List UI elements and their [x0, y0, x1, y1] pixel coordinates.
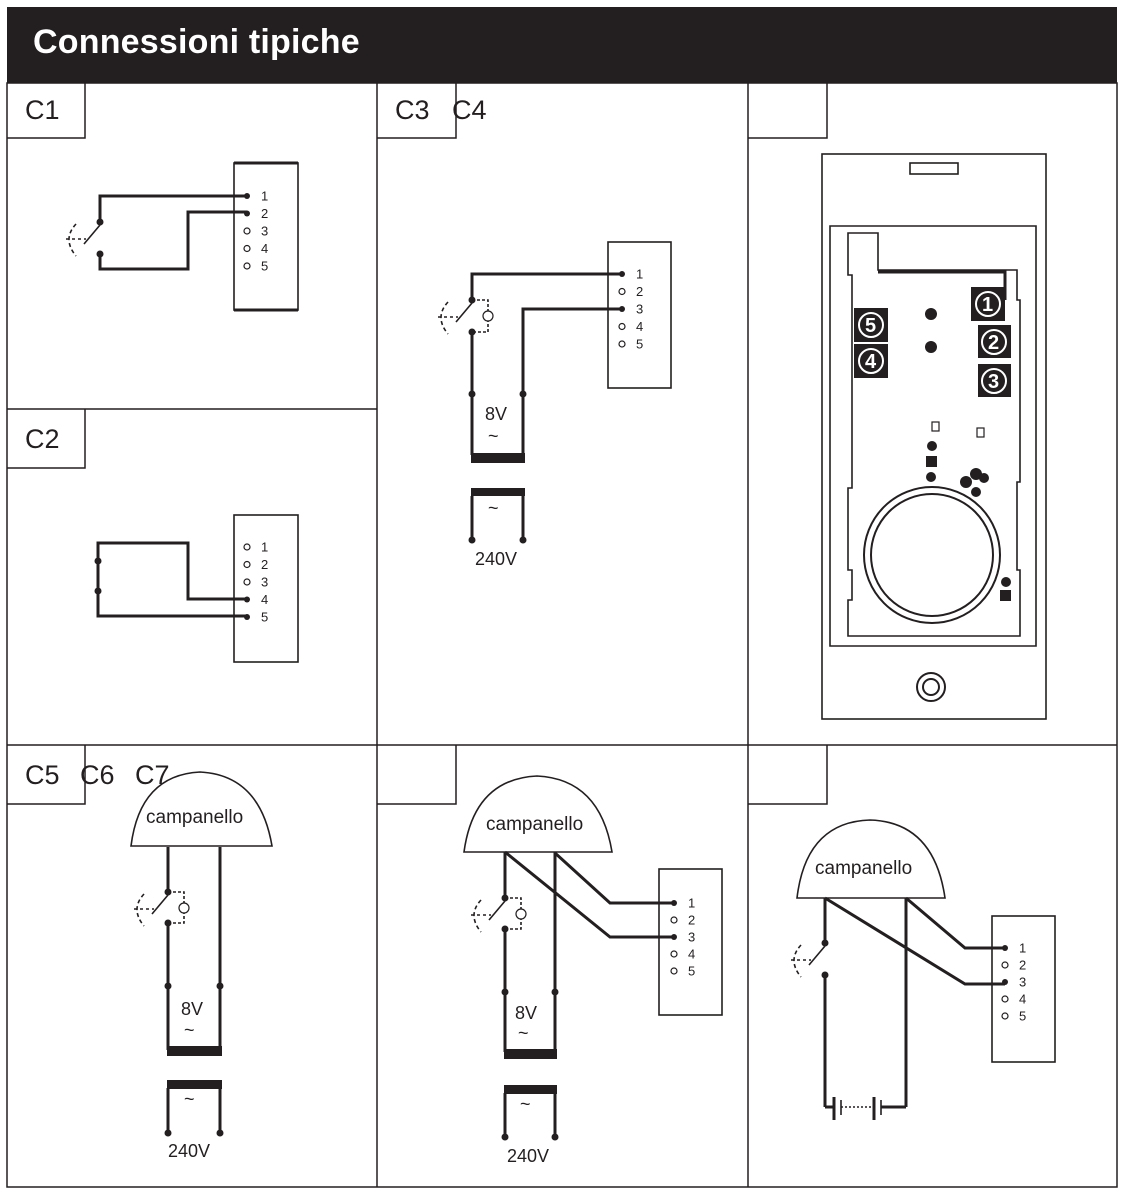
panel-grid	[6, 82, 1118, 1188]
c5c6c7-diagram: campanello 8V ~ ~ 240V	[130, 771, 273, 1161]
terminal-number: 1	[636, 267, 643, 282]
terminal-pin	[244, 193, 250, 199]
tilde: ~	[184, 1089, 195, 1109]
badge-1: 1	[971, 287, 1005, 321]
terminal-pin	[244, 596, 250, 603]
bell-label: campanello	[815, 858, 912, 879]
terminal-pin	[670, 967, 678, 975]
svg-text:2: 2	[988, 332, 999, 354]
terminal-number: 1	[1019, 941, 1026, 956]
tilde: ~	[520, 1094, 531, 1114]
bell-label: campanello	[486, 814, 583, 835]
panel-label-c4: C4	[452, 95, 487, 125]
terminal-number: 3	[261, 224, 268, 239]
terminal-pin	[1001, 961, 1009, 969]
voltage-240v: 240V	[168, 1141, 210, 1161]
tilde: ~	[518, 1023, 529, 1043]
device-backplate: 1 2 3 5 4	[821, 153, 1047, 720]
voltage-240v: 240V	[475, 549, 517, 569]
terminal-pin	[618, 287, 626, 296]
tilde: ~	[488, 426, 499, 446]
badge-5: 5	[854, 308, 888, 342]
header-bar: Connessioni tipiche	[7, 7, 1117, 83]
svg-text:3: 3	[988, 371, 999, 393]
terminal-number: 3	[1019, 975, 1026, 990]
svg-text:5: 5	[865, 315, 876, 337]
terminal-number: 2	[261, 206, 268, 221]
terminal-number: 4	[636, 319, 643, 334]
terminal-number: 2	[636, 284, 643, 299]
svg-text:4: 4	[865, 351, 877, 373]
panel-label-c7: C7	[135, 760, 170, 790]
right-bottom-diagram: campanello	[791, 819, 1056, 1120]
terminal-block	[607, 241, 672, 389]
terminal-number: 2	[261, 557, 268, 572]
terminal-pin	[1002, 945, 1008, 951]
terminal-pin	[243, 227, 251, 235]
terminal-number: 1	[261, 540, 268, 555]
terminal-pin	[1002, 979, 1008, 985]
panel-label-c2: C2	[25, 424, 60, 454]
voltage-8v: 8V	[181, 999, 203, 1019]
terminal-block	[658, 868, 723, 1016]
terminal-pin	[670, 950, 678, 958]
terminal-pin	[618, 340, 626, 348]
terminal-number: 3	[636, 302, 643, 317]
terminal-pin	[671, 900, 677, 906]
terminal-number: 5	[1019, 1009, 1026, 1024]
voltage-8v: 8V	[485, 404, 507, 424]
terminal-number: 5	[688, 964, 695, 979]
terminal-number: 3	[261, 575, 268, 590]
badge-2: 2	[978, 325, 1011, 358]
c2-diagram	[94, 514, 299, 663]
tilde: ~	[184, 1020, 195, 1040]
voltage-8v: 8V	[515, 1003, 537, 1023]
terminal-pin	[243, 578, 251, 586]
terminal-pin	[1001, 995, 1009, 1003]
svg-text:1: 1	[982, 294, 993, 316]
tilde: ~	[488, 498, 499, 518]
terminal-number: 1	[261, 189, 268, 204]
terminal-pin	[243, 262, 251, 270]
terminal-number: 5	[636, 337, 643, 352]
panel-label-c6: C6	[80, 760, 115, 790]
terminal-pin	[243, 560, 251, 569]
terminal-pin	[619, 306, 625, 312]
badge-4: 4	[854, 344, 888, 378]
badge-3: 3	[978, 364, 1011, 397]
terminal-number: 5	[261, 259, 268, 274]
mid-bottom-diagram: campanello 8V ~ ~ 240V	[463, 775, 723, 1166]
panel-label-c3: C3	[395, 95, 430, 125]
terminal-block	[991, 915, 1056, 1063]
terminal-number: 2	[688, 913, 695, 928]
terminal-number: 4	[688, 947, 695, 962]
voltage-240v: 240V	[507, 1146, 549, 1166]
panel-label-c5: C5	[25, 760, 60, 790]
terminal-number: 2	[1019, 958, 1026, 973]
terminal-pin	[244, 210, 250, 217]
terminal-number: 4	[261, 592, 268, 607]
terminal-pin	[1001, 1012, 1009, 1020]
terminal-pin	[618, 322, 626, 331]
terminal-number: 3	[688, 930, 695, 945]
terminal-pin	[670, 916, 678, 924]
bell-label: campanello	[146, 807, 243, 828]
terminal-number: 1	[688, 896, 695, 911]
terminal-pin	[244, 614, 250, 620]
terminal-number: 4	[1019, 992, 1026, 1007]
terminal-number: 4	[261, 241, 268, 256]
panel-label-c1: C1	[25, 95, 60, 125]
terminal-number: 5	[261, 610, 268, 625]
c1-diagram	[66, 161, 299, 312]
terminal-pin	[243, 244, 251, 253]
c3c4-diagram: 8V ~ ~ 240V	[438, 241, 672, 569]
terminal-pin	[243, 543, 251, 551]
terminal-block	[233, 514, 299, 663]
terminal-pin	[619, 271, 625, 277]
terminal-pin	[671, 934, 677, 940]
page-title: Connessioni tipiche	[33, 23, 360, 61]
